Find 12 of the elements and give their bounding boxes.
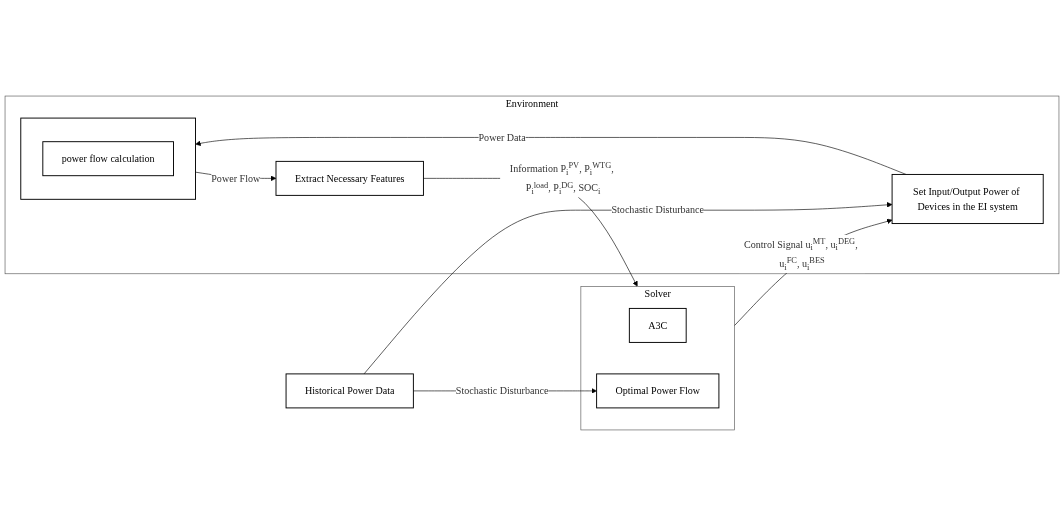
- edge-label: Power Flow: [211, 172, 261, 183]
- node-box: Set Input/Output Power of Devices in the EI system: [891, 173, 1044, 224]
- edge-label: Stochastic Disturbance: [455, 384, 549, 396]
- cluster: [20, 117, 196, 200]
- edge-label: Stochastic Disturbance: [611, 204, 705, 215]
- edge-label: Power Data: [478, 131, 526, 142]
- node-box: A3C: [628, 307, 687, 343]
- node-box: Historical Power Data: [285, 372, 414, 408]
- node-box: Extract Necessary Features: [275, 160, 424, 196]
- node-box: power flow calculation: [42, 140, 174, 176]
- edge-label: Information P$_{i}$$^{PV}$, P$_{i}$$^{WTG}$, P$_{i}$$^{load}$, P$_{i}$$^{DG}$, SOC$_{i}$: [509, 159, 614, 196]
- node-box: Optimal Power Flow: [596, 372, 720, 408]
